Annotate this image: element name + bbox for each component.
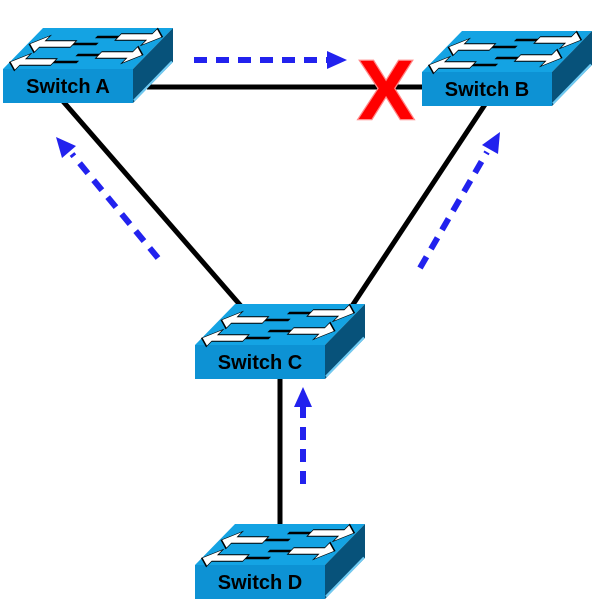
flow-arrow-a-to-b	[194, 51, 347, 69]
node-switch-c: Switch C	[192, 302, 367, 381]
link-switch-b-switch-c	[349, 101, 489, 308]
switch-c-label: Switch C	[218, 352, 302, 374]
flow-arrowhead-icon	[327, 51, 347, 69]
flow-arrow-c-to-a	[56, 137, 161, 260]
flow-arrows-layer	[56, 51, 500, 484]
link-failure-x-icon: X	[358, 43, 414, 137]
switch-b-label: Switch B	[445, 79, 529, 101]
flow-arrowhead-icon	[482, 132, 500, 154]
node-switch-d: Switch D	[192, 522, 367, 600]
flow-arrowhead-icon	[294, 387, 312, 407]
flow-arrow-d-to-c	[294, 387, 312, 484]
flow-dashes	[417, 150, 490, 270]
flow-arrow-c-to-b	[417, 132, 500, 270]
node-switch-b: Switch B	[419, 29, 594, 108]
switch-a-label: Switch A	[26, 76, 110, 98]
links-layer	[59, 84, 489, 528]
flow-dashes	[69, 152, 161, 260]
link-switch-a-switch-c	[59, 97, 243, 308]
node-switch-a: Switch A	[0, 26, 175, 105]
flow-arrowhead-icon	[56, 137, 76, 158]
switch-d-label: Switch D	[218, 572, 302, 594]
